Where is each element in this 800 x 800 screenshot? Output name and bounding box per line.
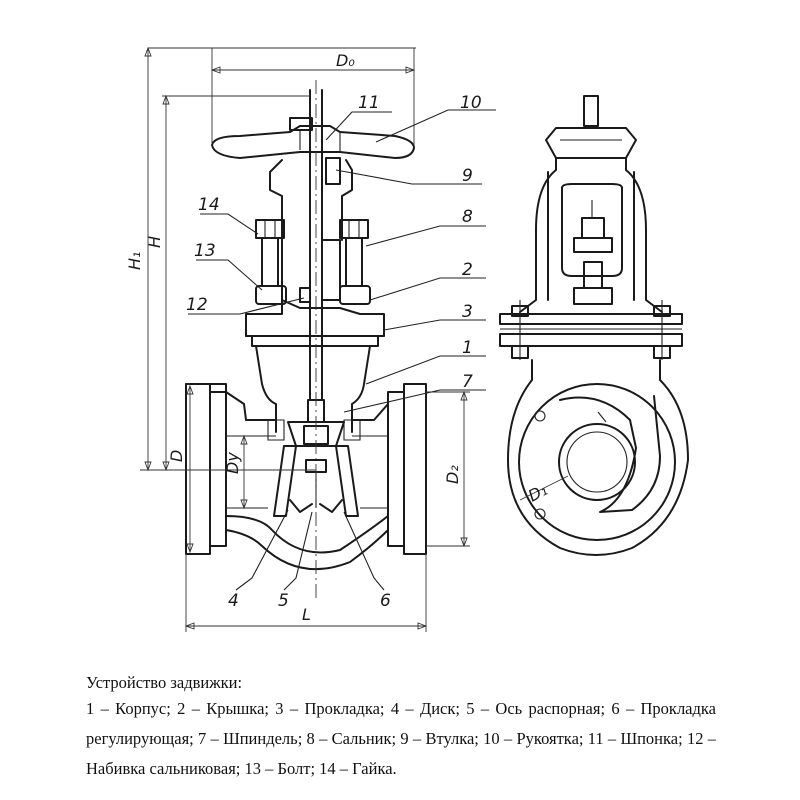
callouts: 11 10 9 8 2 3 1 7 14 13 12 4 5 6 <box>186 93 482 611</box>
gate-valve-drawing: 11 10 9 8 2 3 1 7 14 13 12 4 5 6 D₀ H₁ H… <box>125 46 689 632</box>
dimension-lines <box>140 46 470 632</box>
bonnet <box>245 299 385 347</box>
side-view: D₁ <box>499 95 689 556</box>
dim-label-D0: D₀ <box>336 51 355 70</box>
valve-body <box>185 345 427 571</box>
caption-parts-list: 1 – Корпус; 2 – Крышка; 3 – Прокладка; 4… <box>86 699 716 778</box>
callout-2: 2 <box>462 260 473 280</box>
gland-assembly <box>255 219 371 305</box>
leader-lines <box>188 109 496 591</box>
caption-title: Устройство задвижки: <box>86 673 243 692</box>
handwheel <box>211 117 415 159</box>
dimension-labels: D₀ H₁ H D Dу D₂ L <box>125 51 462 624</box>
dim-label-L: L <box>302 605 311 624</box>
callout-6: 6 <box>380 591 391 611</box>
callout-7: 7 <box>462 372 473 392</box>
callout-1: 1 <box>462 338 473 358</box>
dim-label-D: D <box>167 450 186 462</box>
callout-13: 13 <box>194 241 216 261</box>
dim-label-Du: Dу <box>223 452 242 474</box>
callout-8: 8 <box>462 207 473 227</box>
dim-label-H1: H₁ <box>125 252 144 270</box>
dim-label-H: H <box>145 236 164 248</box>
callout-4: 4 <box>228 591 239 611</box>
callout-5: 5 <box>278 591 289 611</box>
callout-10: 10 <box>460 93 482 113</box>
callout-3: 3 <box>462 302 473 322</box>
dim-label-D2: D₂ <box>443 465 462 484</box>
callout-12: 12 <box>186 295 208 315</box>
caption: Устройство задвижки: 1 – Корпус; 2 – Кры… <box>86 672 716 784</box>
callout-11: 11 <box>358 93 380 113</box>
callout-14: 14 <box>198 195 220 215</box>
front-view: 11 10 9 8 2 3 1 7 14 13 12 4 5 6 D₀ H₁ H… <box>125 46 496 632</box>
callout-9: 9 <box>462 166 473 186</box>
